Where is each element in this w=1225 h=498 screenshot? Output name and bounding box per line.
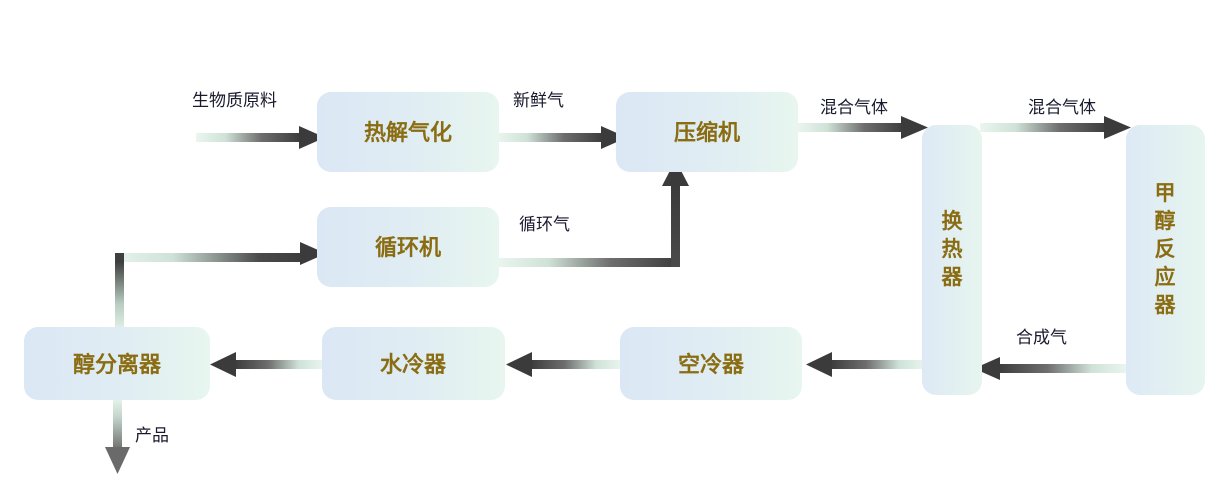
- arrow-mixed-gas-1: [797, 116, 928, 139]
- unit-compressor[interactable]: 压缩机: [616, 92, 798, 172]
- unit-heat-exchanger[interactable]: 换热器: [922, 125, 982, 395]
- unit-water-cooler[interactable]: 水冷器: [322, 327, 505, 400]
- unit-label-water-cooler: 水冷器: [380, 352, 447, 377]
- unit-label-air-cooler: 空冷器: [678, 352, 745, 377]
- unit-pyrolysis[interactable]: 热解气化: [317, 92, 499, 172]
- unit-recycler[interactable]: 循环机: [317, 207, 499, 287]
- stream-label-syngas: 合成气: [1016, 328, 1067, 347]
- unit-label-alcohol-separator: 醇分离器: [73, 352, 162, 377]
- arrow-mixed-gas-2: [980, 116, 1131, 139]
- stream-label-recycle-gas: 循环气: [519, 215, 570, 234]
- arrow-recycle-gas: [497, 160, 689, 267]
- arrow-separator-to-recycler: [115, 242, 326, 332]
- unit-air-cooler[interactable]: 空冷器: [620, 327, 802, 400]
- arrow-exchanger-to-air-cooler: [806, 352, 926, 377]
- unit-alcohol-separator[interactable]: 醇分离器: [24, 327, 210, 400]
- unit-methanol-reactor[interactable]: 甲醇反应器: [1126, 125, 1205, 395]
- arrow-syngas: [974, 357, 1128, 380]
- arrow-water-cooler-to-separator: [210, 352, 324, 377]
- arrow-fresh-gas: [497, 126, 627, 149]
- stream-label-mixed-gas-1: 混合气体: [820, 98, 888, 117]
- stream-label-mixed-gas-2: 混合气体: [1028, 98, 1096, 117]
- stream-label-fresh-gas: 新鲜气: [513, 91, 564, 110]
- stream-label-product: 产品: [135, 426, 169, 445]
- unit-label-pyrolysis: 热解气化: [364, 120, 452, 145]
- arrow-air-to-water-cooler: [506, 352, 622, 377]
- unit-label-compressor: 压缩机: [674, 120, 740, 145]
- unit-label-methanol-reactor: 甲醇反应器: [1154, 181, 1177, 317]
- stream-label-biomass-feed: 生物质原料: [192, 91, 277, 110]
- arrow-biomass-feed: [196, 126, 325, 149]
- unit-label-recycler: 循环机: [375, 235, 441, 260]
- unit-label-heat-exchanger: 换热器: [941, 209, 964, 289]
- arrow-product: [105, 399, 130, 474]
